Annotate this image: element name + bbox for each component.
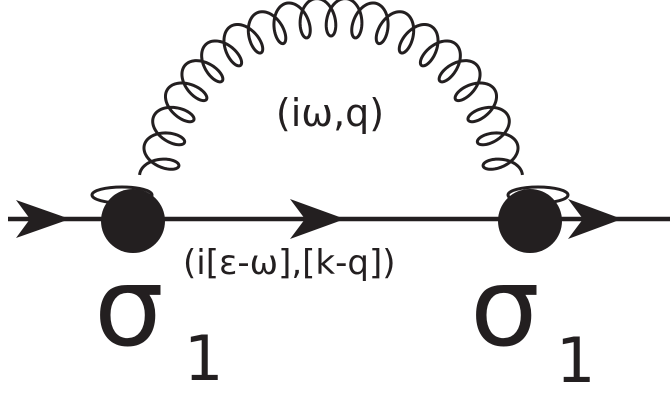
vertex-left-dot	[101, 189, 165, 253]
vertex-right-symbol: σ	[470, 243, 540, 371]
vertex-left-subscript: 1	[184, 322, 223, 395]
outgoing-arrow-icon	[568, 199, 622, 239]
photon-propagator	[138, 0, 524, 176]
vertex-left-symbol: σ	[94, 243, 164, 371]
vertex-right-subscript: 1	[556, 324, 595, 395]
vertex-right-dot	[498, 189, 562, 253]
incoming-arrow-icon	[16, 200, 70, 238]
internal-arrow-icon	[290, 199, 345, 239]
photon-momentum-label: (iω,q)	[276, 91, 384, 135]
electron-momentum-label: (i[ε-ω],[k-q])	[183, 243, 396, 283]
